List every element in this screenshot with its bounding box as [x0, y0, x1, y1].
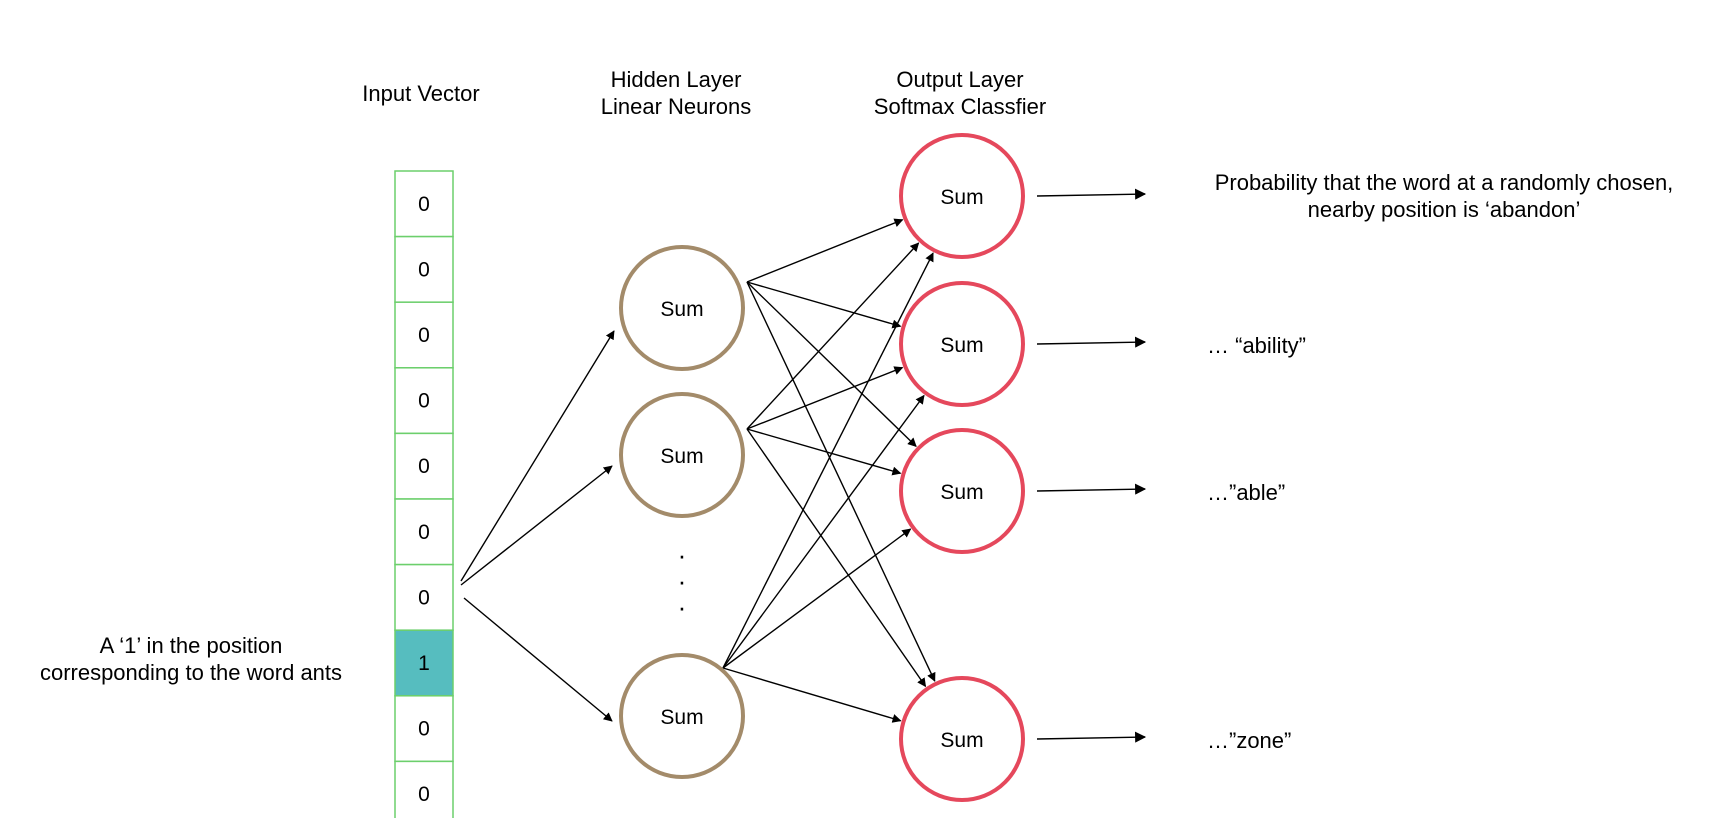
edge-hidden-1-to-output-3 [746, 281, 917, 448]
input-cell [394, 760, 454, 818]
input-cell-value: 0 [418, 521, 430, 544]
input-vector-header: Input Vector [362, 81, 479, 106]
output-neuron-3 [899, 428, 1025, 554]
edge-hidden-1-to-output-2 [746, 281, 902, 329]
output-arrow-2 [1036, 336, 1147, 348]
input-cell-value: 0 [418, 783, 430, 806]
input-cell [394, 367, 454, 435]
input-cell-value: 0 [418, 324, 430, 347]
output-arrows [1036, 188, 1147, 743]
input-cell-value: 1 [418, 652, 430, 675]
edge-input-to-hidden-3 [463, 597, 613, 722]
output-neuron-1 [899, 133, 1025, 259]
input-cell [394, 170, 454, 238]
input-cell [394, 235, 454, 303]
edge-hidden-1-to-output-1 [746, 218, 904, 283]
input-vector: 0 0 0 0 0 0 0 1 0 0 [394, 170, 454, 818]
hidden-neuron-1 [619, 245, 745, 371]
output-labels: Probability that the word at a randomly … [1207, 170, 1673, 753]
hidden-neuron-3 [619, 653, 745, 779]
input-cell-active [394, 629, 454, 697]
output-label-1-line2: nearby position is ‘abandon’ [1308, 197, 1581, 222]
ellipsis-dot-3: · [678, 592, 687, 622]
output-label-4: …”zone” [1207, 728, 1291, 753]
hidden-layer-header-line2: Linear Neurons [601, 94, 751, 119]
output-neuron-4 [899, 676, 1025, 802]
hidden-neuron-label: Sum [660, 445, 703, 468]
edge-hidden-3-to-output-3 [722, 528, 912, 669]
output-neuron-label: Sum [940, 481, 983, 504]
hidden-neuron-label: Sum [660, 706, 703, 729]
input-annotation-line1: A ‘1’ in the position [100, 633, 283, 658]
edge-hidden-3-to-output-1 [722, 252, 934, 669]
input-cell-value: 0 [418, 258, 430, 281]
edge-input-to-hidden-2 [460, 465, 613, 586]
input-annotation-line2: corresponding to the word ants [40, 660, 342, 685]
ellipsis-dot-1: · [678, 540, 687, 570]
output-arrow-4 [1036, 731, 1147, 743]
output-arrow-1 [1036, 188, 1147, 200]
output-label-2: … “ability” [1207, 333, 1306, 358]
edge-hidden-2-to-output-2 [746, 366, 904, 430]
output-label-1-line1: Probability that the word at a randomly … [1215, 170, 1674, 195]
output-layer-header-line1: Output Layer [896, 67, 1023, 92]
edge-hidden-2-to-output-4 [746, 428, 927, 688]
output-label-3: …”able” [1207, 480, 1285, 505]
hidden-neuron-2 [619, 392, 745, 518]
edge-hidden-1-to-output-4 [746, 281, 936, 682]
hidden-neuron-label: Sum [660, 298, 703, 321]
output-layer-header-line2: Softmax Classfier [874, 94, 1046, 119]
input-cell [394, 498, 454, 566]
output-neuron-label: Sum [940, 186, 983, 209]
input-cell-value: 0 [418, 455, 430, 478]
edge-hidden-2-to-output-1 [746, 242, 920, 430]
output-neuron-label: Sum [940, 729, 983, 752]
edge-hidden-2-to-output-3 [746, 428, 902, 476]
input-cell-value: 0 [418, 586, 430, 609]
connections [460, 218, 936, 723]
edge-hidden-3-to-output-4 [722, 667, 902, 723]
ellipsis-dot-2: · [678, 566, 687, 596]
edge-hidden-3-to-output-2 [722, 394, 925, 669]
hidden-layer-header-line1: Hidden Layer [611, 67, 742, 92]
output-arrow-3 [1036, 483, 1147, 495]
input-cell-value: 0 [418, 718, 430, 741]
output-neuron-label: Sum [940, 334, 983, 357]
input-cell-value: 0 [418, 193, 430, 216]
input-cell-value: 0 [418, 390, 430, 413]
edge-input-to-hidden-1 [460, 330, 615, 582]
output-neuron-2 [899, 281, 1025, 407]
